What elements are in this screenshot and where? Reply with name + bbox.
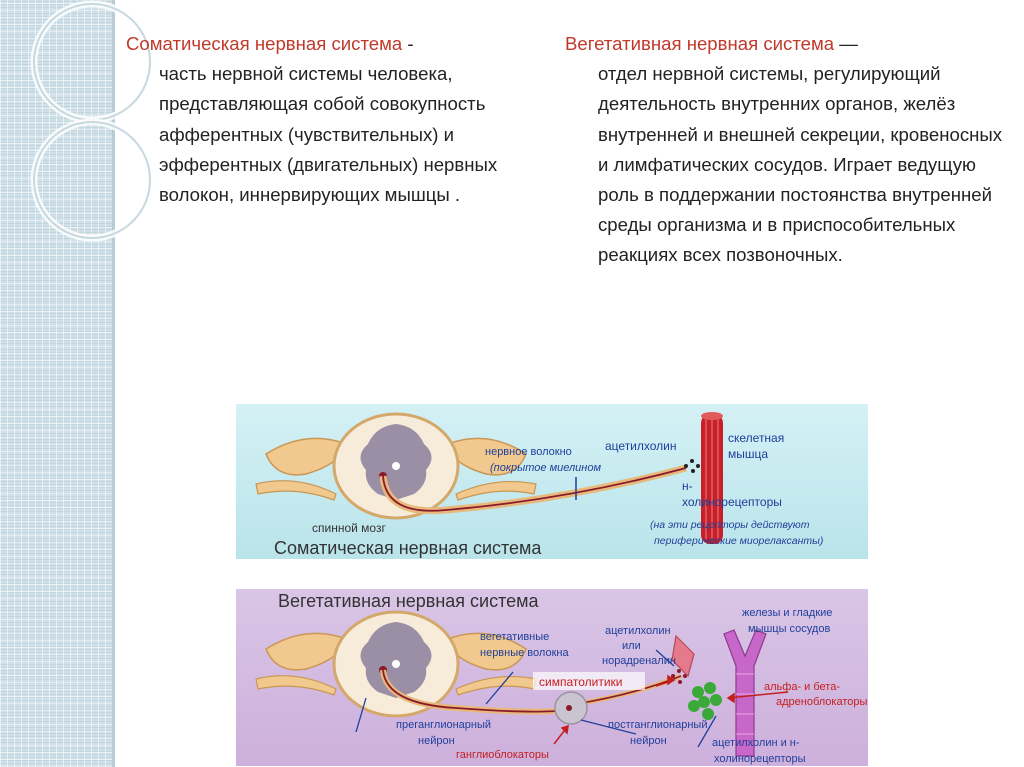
ach-n-label-2: холинорецепторы <box>714 753 806 765</box>
veg-fibers-label-1: вегетативные <box>480 631 549 643</box>
nerve-fiber-note: (покрытое миелином <box>490 462 601 474</box>
sidebar-divider <box>112 0 115 767</box>
autonomic-definition-block: Вегетативная нервная система — отдел нер… <box>565 29 1005 271</box>
nerve-fiber-label: нервное волокно <box>485 446 572 458</box>
preganglionic-label-1: преганглионарный <box>396 719 491 731</box>
skeletal-muscle-icon <box>701 412 723 544</box>
acetylcholine-label: ацетилхолин <box>605 439 677 453</box>
autonomic-definition: отдел нервной системы, регулирующий деят… <box>598 63 1003 266</box>
n-prefix-label: н- <box>682 479 693 493</box>
spinal-cord-bottom <box>255 610 537 718</box>
spinal-cord-top <box>255 412 537 520</box>
preganglionic-label-2: нейрон <box>418 735 455 747</box>
or-label: или <box>622 640 641 652</box>
pointer-arrows <box>355 649 717 748</box>
somatic-term: Соматическая нервная система <box>126 33 403 54</box>
postganglionic-label-1: постганглионарный <box>608 719 707 731</box>
receptors-note-1: (на эти рецепторы действуют <box>650 519 810 531</box>
decorative-rings <box>30 0 154 242</box>
somatic-separator: - <box>402 33 414 54</box>
postganglionic-label-2: нейрон <box>630 735 667 747</box>
gland-vessel-icon <box>723 629 767 757</box>
sympatholytics-label: симпатолитики <box>539 675 623 689</box>
somatic-diagram-title: Соматическая нервная система <box>274 538 542 558</box>
panel-divider <box>236 559 868 589</box>
ach-n-label-1: ацетилхолин и н- <box>712 737 800 749</box>
blocker-arrows <box>553 674 789 745</box>
decorative-sidebar <box>0 0 112 767</box>
alpha-beta-label-1: альфа- и бета- <box>764 681 840 693</box>
somatic-definition-block: Соматическая нервная система - часть нер… <box>126 29 546 210</box>
cholinoreceptors-label: холинорецепторы <box>682 495 782 509</box>
skeletal-label: скелетная <box>728 431 784 445</box>
autonomic-term: Вегетативная нервная система <box>565 33 835 54</box>
muscle-label: мышца <box>728 447 768 461</box>
spinal-cord-label: спинной мозг <box>312 521 386 535</box>
ganglioblockers-label: ганглиоблокаторы <box>456 749 549 761</box>
glands-label-1: железы и гладкие <box>742 607 832 619</box>
gland-cells-icon <box>688 682 722 720</box>
somatic-definition: часть нервной системы человека, представ… <box>159 63 498 206</box>
autonomic-diagram-title: Вегетативная нервная система <box>278 591 540 611</box>
ach-label: ацетилхолин <box>605 625 671 637</box>
veg-fibers-label-2: нервные волокна <box>480 647 569 659</box>
glands-label-2: мышцы сосудов <box>748 623 830 635</box>
autonomic-separator: — <box>834 33 858 54</box>
synapse-dots-top <box>684 459 700 473</box>
nervous-system-diagram: спинной мозг нервное волокно (покрытое м… <box>236 404 868 766</box>
noradrenaline-label: норадреналин <box>602 655 676 667</box>
alpha-beta-label-2: адреноблокаторы <box>776 696 868 708</box>
smooth-muscle-cell-icon <box>671 634 695 678</box>
sympatholytics-label-bg <box>533 672 645 690</box>
receptors-note-2: периферические миорелаксанты) <box>654 535 823 547</box>
synapse-dots-bottom <box>671 669 687 684</box>
